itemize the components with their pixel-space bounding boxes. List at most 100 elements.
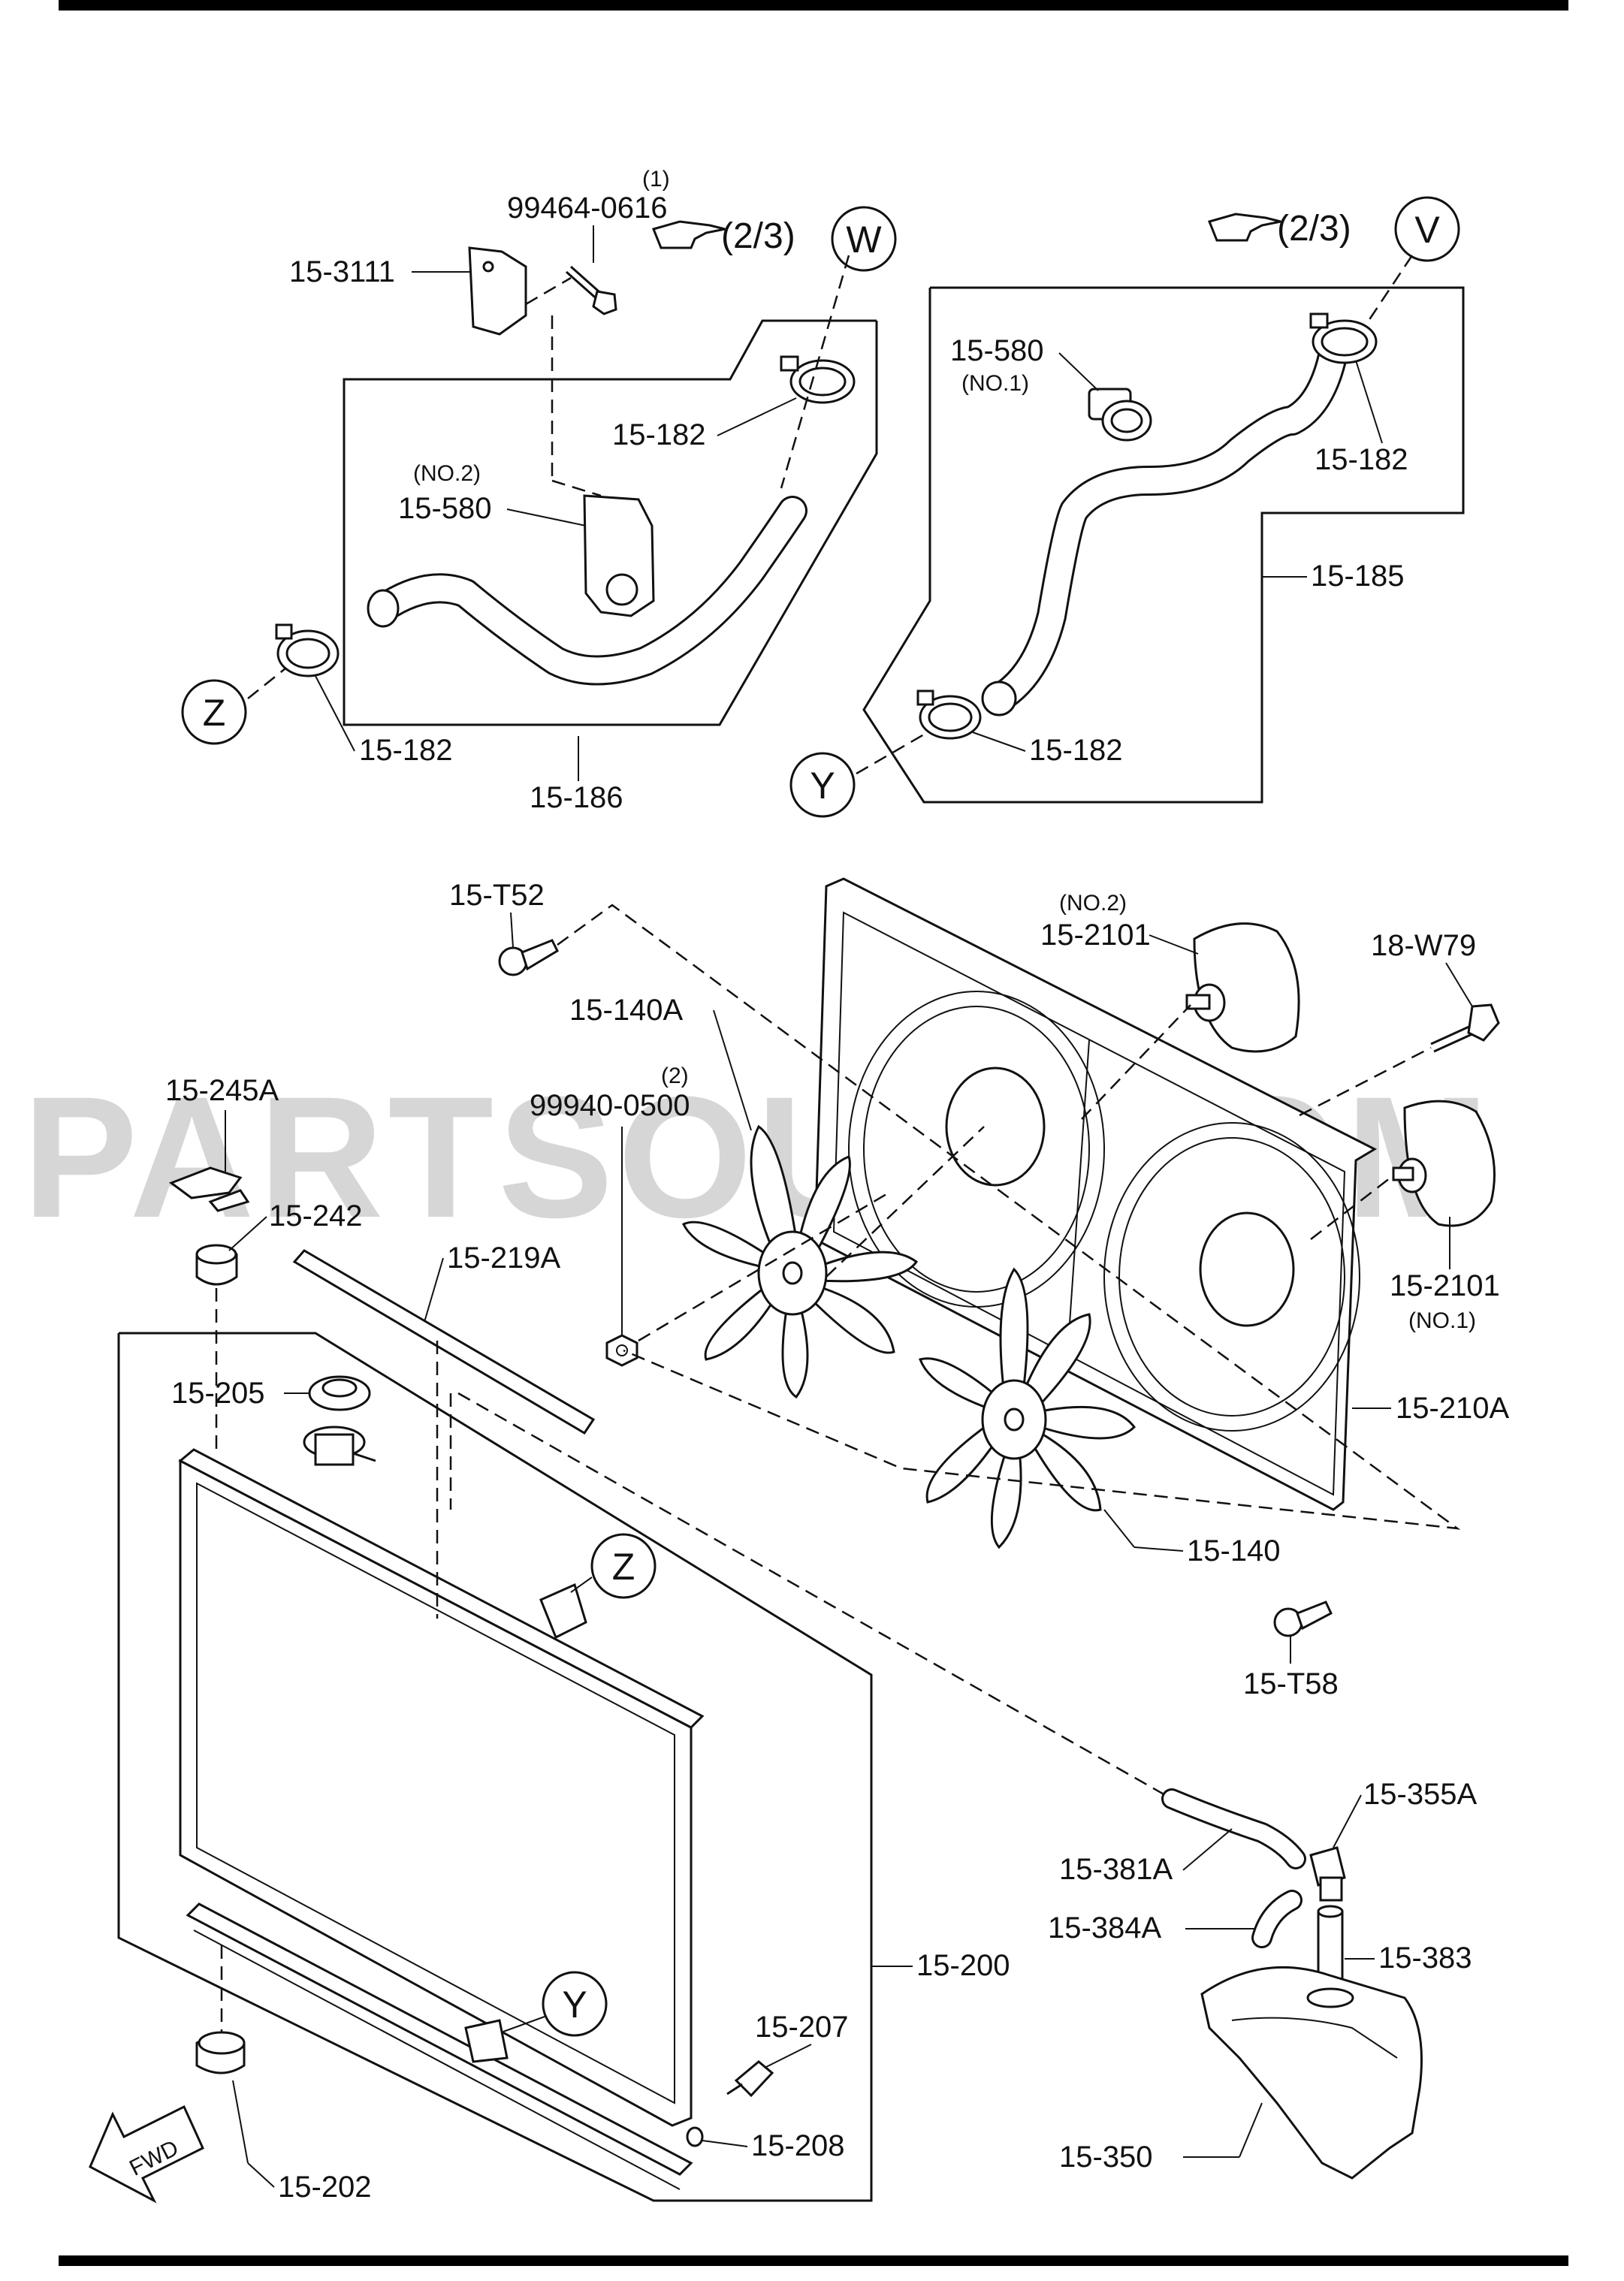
- bracket-15-245A[interactable]: [168, 1166, 250, 1212]
- label-15-580-no1: 15-580: [950, 334, 1044, 367]
- radiator-upper-inlet: [539, 1583, 587, 1640]
- reservoir-group: [1161, 1788, 1423, 2180]
- fan-shroud-assembly: [498, 877, 1500, 1637]
- hose-185-end: [981, 680, 1017, 717]
- callout-y: Y: [789, 752, 856, 818]
- seal-15-219A[interactable]: [292, 1249, 596, 1435]
- fan-motor-15-2101-no2[interactable]: [1185, 922, 1300, 1053]
- dash-nut: [638, 1193, 887, 1342]
- label-15-208: 15-208: [751, 2129, 845, 2162]
- label-15-2101-no1-note: (NO.1): [1408, 1308, 1476, 1333]
- label-15-207: 15-207: [755, 2011, 849, 2044]
- hose-15-185-inner: [986, 340, 1346, 711]
- cushion-15-202[interactable]: [195, 2031, 246, 2074]
- dash-140A: [826, 1126, 985, 1278]
- label-18-W79: 18-W79: [1371, 929, 1476, 962]
- label-15-210A: 15-210A: [1396, 1392, 1510, 1425]
- label-15-182-d: 15-182: [1029, 734, 1123, 767]
- clip-15-580-no1[interactable]: [1088, 388, 1152, 442]
- fan-shroud-15-210A[interactable]: [814, 877, 1378, 1511]
- cushion-15-242[interactable]: [195, 1244, 238, 1286]
- fan-ring-left-inner: [863, 1006, 1090, 1293]
- dash-v: [1366, 255, 1414, 324]
- callout-z: Z: [181, 679, 247, 745]
- hose-185-group-outline: [862, 286, 1465, 804]
- label-15-384A: 15-384A: [1048, 1911, 1162, 1945]
- page-ref-right[interactable]: (2/3): [1207, 209, 1351, 249]
- label-15-182-a: 15-182: [612, 418, 706, 451]
- part-labels: (1) 99464-0616 15-3111 15-182 (NO.2) 15-…: [165, 167, 1510, 2204]
- label-15-140A: 15-140A: [569, 994, 684, 1027]
- label-15-200: 15-200: [916, 1949, 1010, 1982]
- shroud-inner: [832, 911, 1346, 1496]
- o-ring-15-208[interactable]: [686, 2126, 704, 2147]
- screw-15-T52[interactable]: [498, 939, 559, 976]
- screw-15-T58[interactable]: [1273, 1601, 1333, 1637]
- hose-15-186-inner: [370, 498, 805, 683]
- top-border-bar: [59, 0, 1568, 11]
- fan-motor-15-2101-no1[interactable]: [1392, 1100, 1496, 1227]
- label-15-205: 15-205: [171, 1377, 265, 1410]
- fitting-15-355A[interactable]: [1309, 1846, 1346, 1902]
- bracket-15-3111[interactable]: [468, 246, 527, 336]
- bolt-99464-0616[interactable]: [566, 265, 617, 315]
- hose-186-group-outline: [343, 319, 878, 726]
- dash-bolt-bracket: [525, 276, 572, 306]
- motor-mount-left: [945, 1067, 1046, 1187]
- label-15-383: 15-383: [1378, 1942, 1472, 1975]
- label-15-140: 15-140: [1187, 1534, 1281, 1567]
- radiator-group-outline: [117, 1332, 873, 2202]
- label-15-182-c: 15-182: [1315, 443, 1408, 476]
- page-ref-left[interactable]: (2/3): [651, 216, 795, 256]
- nut-99940-0500[interactable]: [605, 1334, 638, 1367]
- label-15-186: 15-186: [530, 781, 623, 814]
- cap-15-205[interactable]: [308, 1375, 371, 1411]
- label-99940-0500: 99940-0500: [530, 1089, 690, 1122]
- label-15-2101-no1: 15-2101: [1390, 1269, 1500, 1302]
- label-15-350: 15-350: [1059, 2141, 1153, 2174]
- dash-w79: [1299, 1046, 1432, 1117]
- label-15-3111: 15-3111: [289, 255, 395, 288]
- radiator-core-inner: [196, 1482, 675, 2104]
- fan-15-140A[interactable]: [681, 1124, 919, 1399]
- fan-ring-right-inner: [1118, 1137, 1345, 1417]
- hose-15-384A-inner: [1254, 1892, 1300, 1946]
- pointing-hand-icon: [651, 220, 726, 249]
- pointing-hand-icon: [1207, 213, 1281, 242]
- label-15-242: 15-242: [269, 1199, 363, 1233]
- label-15-T52: 15-T52: [449, 879, 545, 912]
- hose-group-15-186: [247, 246, 878, 726]
- fwd-arrow-icon: FWD: [89, 2104, 204, 2204]
- clamp-15-182-b[interactable]: [275, 623, 340, 677]
- label-99464-0616: 99464-0616: [507, 192, 668, 225]
- dash-580-link: [551, 479, 602, 497]
- callout-y-radiator: Y: [503, 1971, 608, 2037]
- reservoir-tank-15-350[interactable]: [1200, 1966, 1423, 2180]
- drain-plug-15-207[interactable]: [726, 2060, 774, 2098]
- radiator-lower-outlet: [464, 2019, 509, 2063]
- fan-ring-right: [1103, 1122, 1360, 1432]
- callout-v: V: [1394, 196, 1460, 262]
- svg-text:Z: Z: [203, 692, 226, 734]
- bracket-3111-hole: [482, 261, 494, 273]
- label-15-245A: 15-245A: [165, 1074, 279, 1107]
- motor-mount-right: [1199, 1211, 1295, 1327]
- bolt-18-W79[interactable]: [1430, 1003, 1500, 1053]
- bottom-border-bar: [59, 2255, 1568, 2266]
- label-15-355A: 15-355A: [1363, 1778, 1478, 1811]
- clamp-15-182-c[interactable]: [1309, 312, 1378, 364]
- label-15-219A: 15-219A: [447, 1242, 561, 1275]
- dash-motor-no2: [1081, 1004, 1191, 1120]
- clamp-15-182-a[interactable]: [780, 355, 856, 404]
- clamp-15-182-d[interactable]: [916, 689, 982, 740]
- label-15-182-b: 15-182: [359, 734, 453, 767]
- bracket-580-hole: [605, 573, 638, 606]
- label-qty1: (1): [642, 167, 670, 192]
- fan-15-140[interactable]: [919, 1267, 1136, 1549]
- callout-w: W: [831, 206, 897, 272]
- label-15-202: 15-202: [278, 2171, 372, 2204]
- radiator-filler-neck: [303, 1426, 376, 1466]
- label-15-381A: 15-381A: [1059, 1853, 1173, 1886]
- dash-z: [247, 668, 286, 699]
